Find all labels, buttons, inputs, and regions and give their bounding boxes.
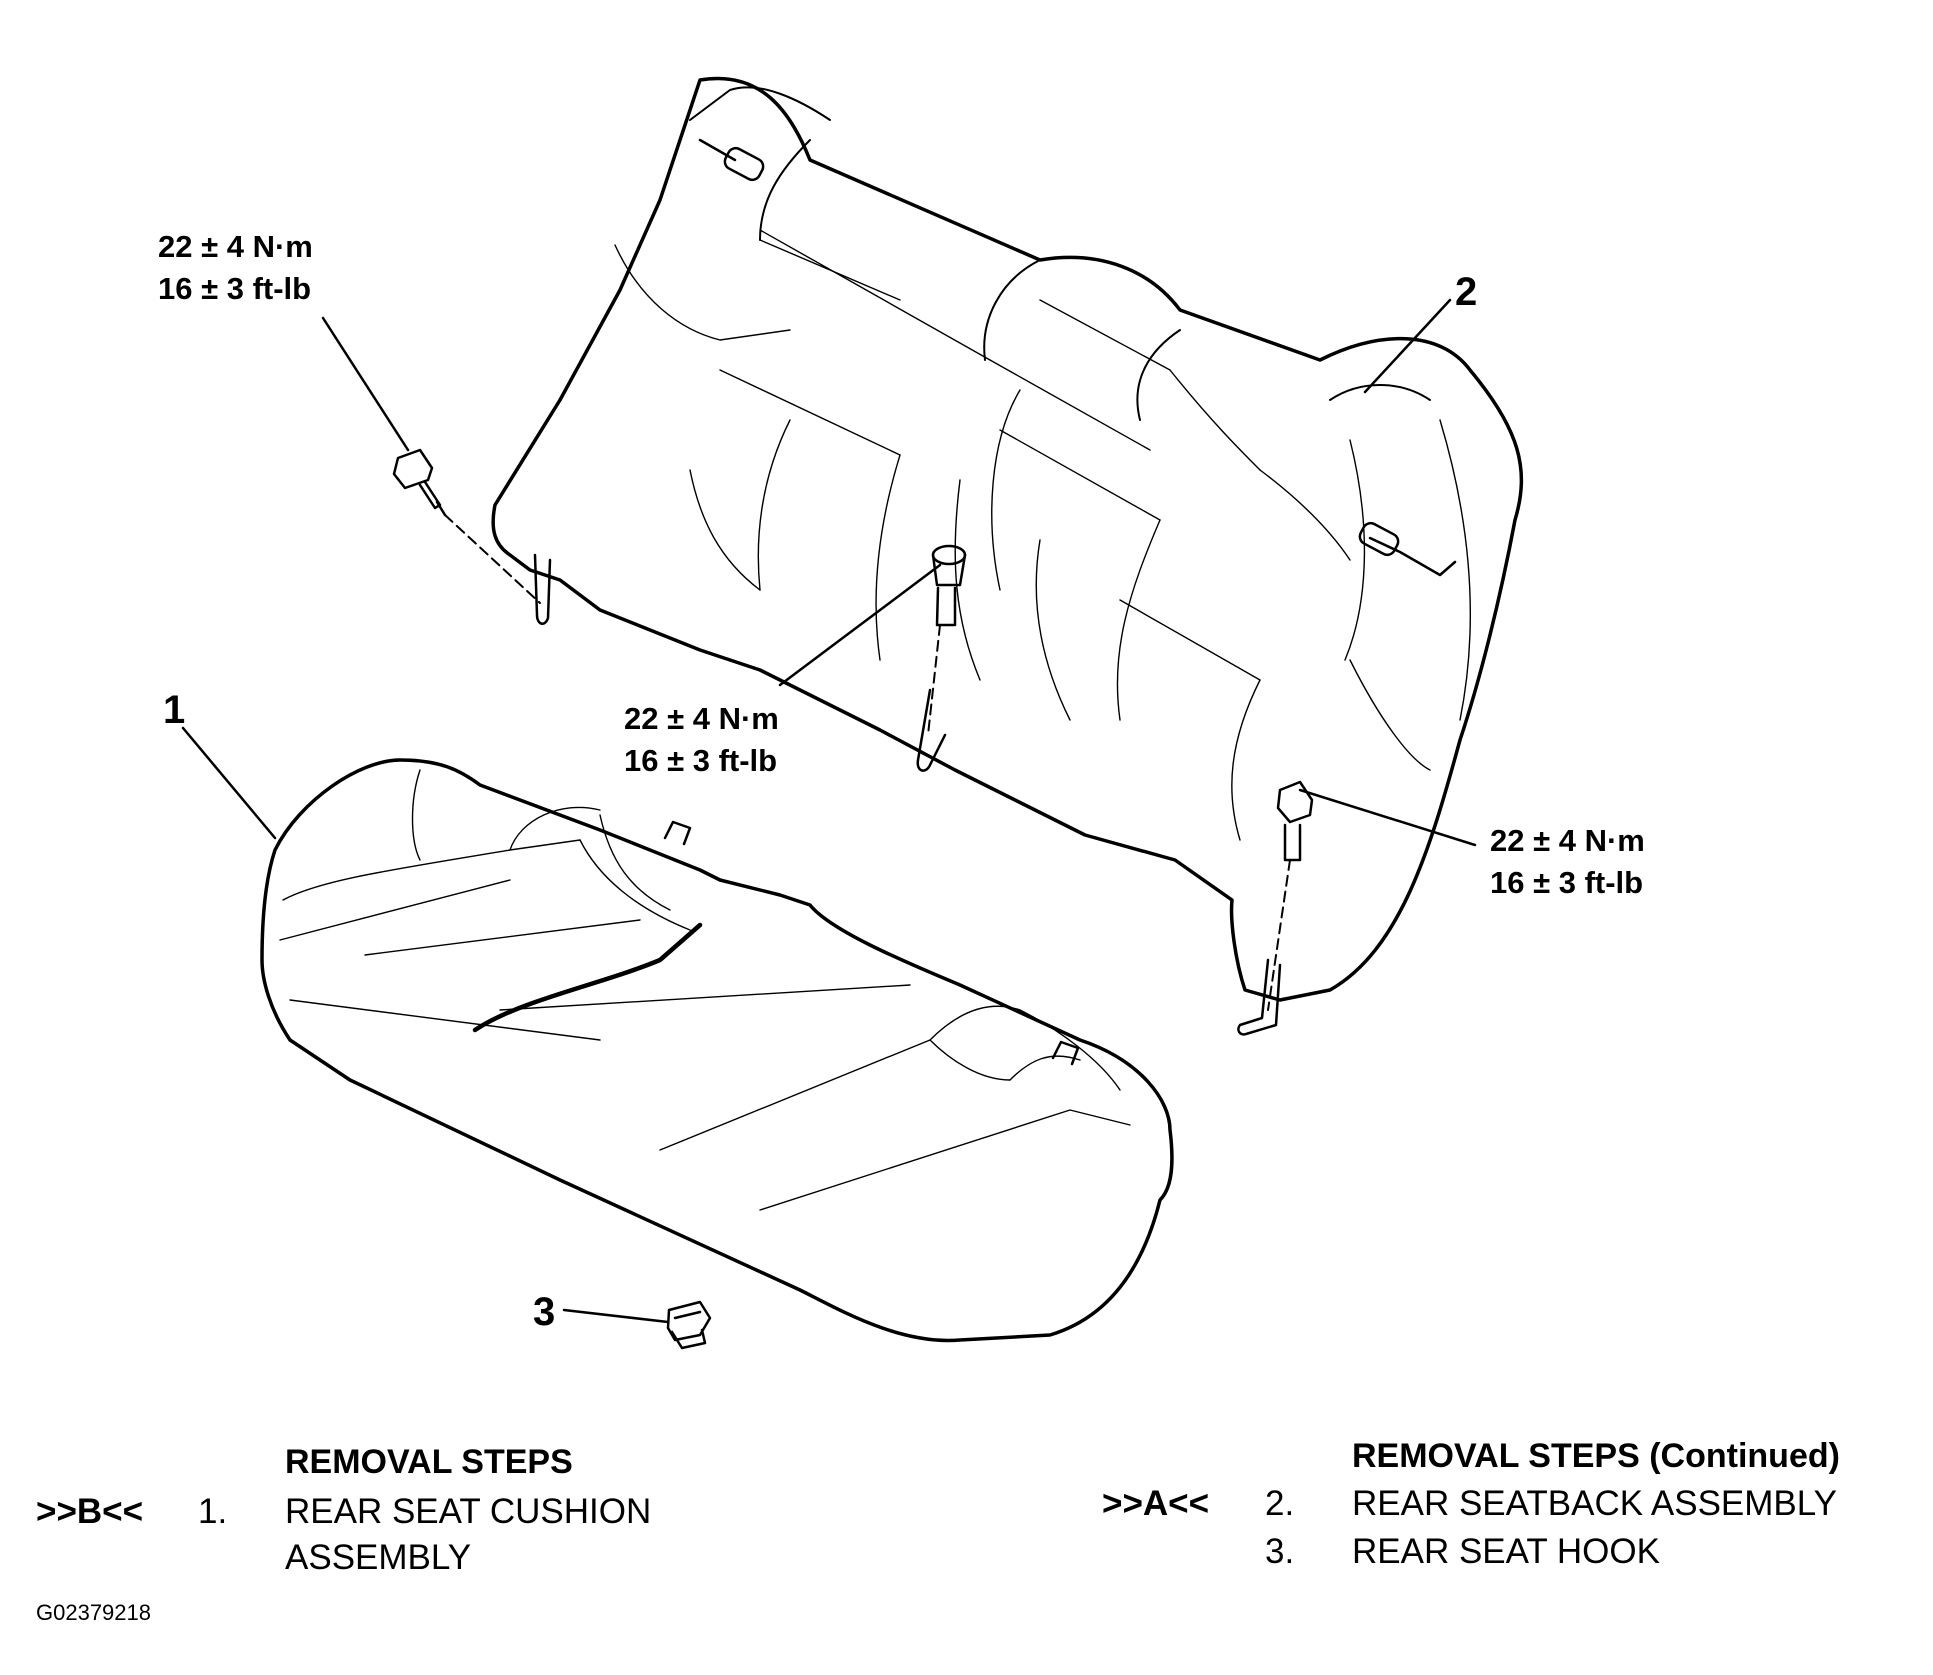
figure-id: G02379218: [36, 1600, 151, 1625]
torque-metric: 22 ± 4 N·m: [624, 701, 779, 736]
torque-label-left: 22 ± 4 N·m 16 ± 3 ft-lb: [158, 226, 313, 310]
bolt-left: [392, 448, 447, 517]
rear-seat-hook: [666, 1300, 712, 1350]
torque-imperial: 16 ± 3 ft-lb: [158, 271, 312, 306]
torque-label-right: 22 ± 4 N·m 16 ± 3 ft-lb: [1490, 820, 1645, 904]
leader-callout-1: [181, 726, 277, 840]
removal-steps-title: REMOVAL STEPS: [285, 1443, 573, 1481]
torque-metric: 22 ± 4 N·m: [158, 229, 313, 264]
leader-callout-3: [562, 1308, 670, 1324]
callout-2: 2: [1455, 270, 1478, 314]
callout-3: 3: [533, 1290, 556, 1334]
step-3-text: REAR SEAT HOOK: [1352, 1532, 1660, 1571]
bolt-right: [1276, 780, 1314, 862]
step-1-text: REAR SEAT CUSHION: [285, 1492, 652, 1531]
torque-imperial: 16 ± 3 ft-lb: [624, 743, 778, 778]
step-number-1: 1.: [198, 1492, 228, 1531]
leader-torque-left: [321, 316, 410, 452]
step-number-2: 2.: [1265, 1484, 1295, 1523]
callout-1: 1: [163, 688, 186, 732]
rear-seatback-assembly: [491, 76, 1524, 1036]
step-2-text: REAR SEATBACK ASSEMBLY: [1352, 1484, 1837, 1523]
rear-seat-cushion-assembly: [260, 758, 1174, 1343]
step-number-3: 3.: [1265, 1532, 1295, 1571]
step-1-text-cont: ASSEMBLY: [285, 1538, 472, 1577]
removal-steps-continued-title: REMOVAL STEPS (Continued): [1352, 1437, 1840, 1475]
torque-label-center: 22 ± 4 N·m 16 ± 3 ft-lb: [624, 698, 779, 782]
leader-callout-2: [1363, 298, 1452, 394]
torque-imperial: 16 ± 3 ft-lb: [1490, 865, 1644, 900]
procedure-marker-b: >>B<<: [36, 1492, 144, 1531]
procedure-marker-a: >>A<<: [1102, 1484, 1210, 1523]
torque-metric: 22 ± 4 N·m: [1490, 823, 1645, 858]
leader-torque-right: [1298, 788, 1477, 847]
leader-torque-center: [778, 563, 942, 687]
